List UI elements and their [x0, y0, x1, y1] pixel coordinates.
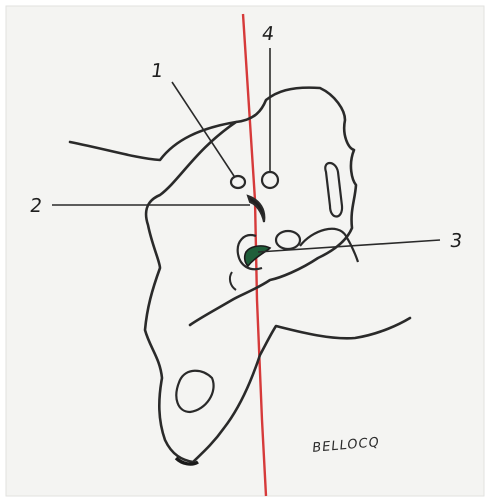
paper-background — [6, 6, 484, 496]
